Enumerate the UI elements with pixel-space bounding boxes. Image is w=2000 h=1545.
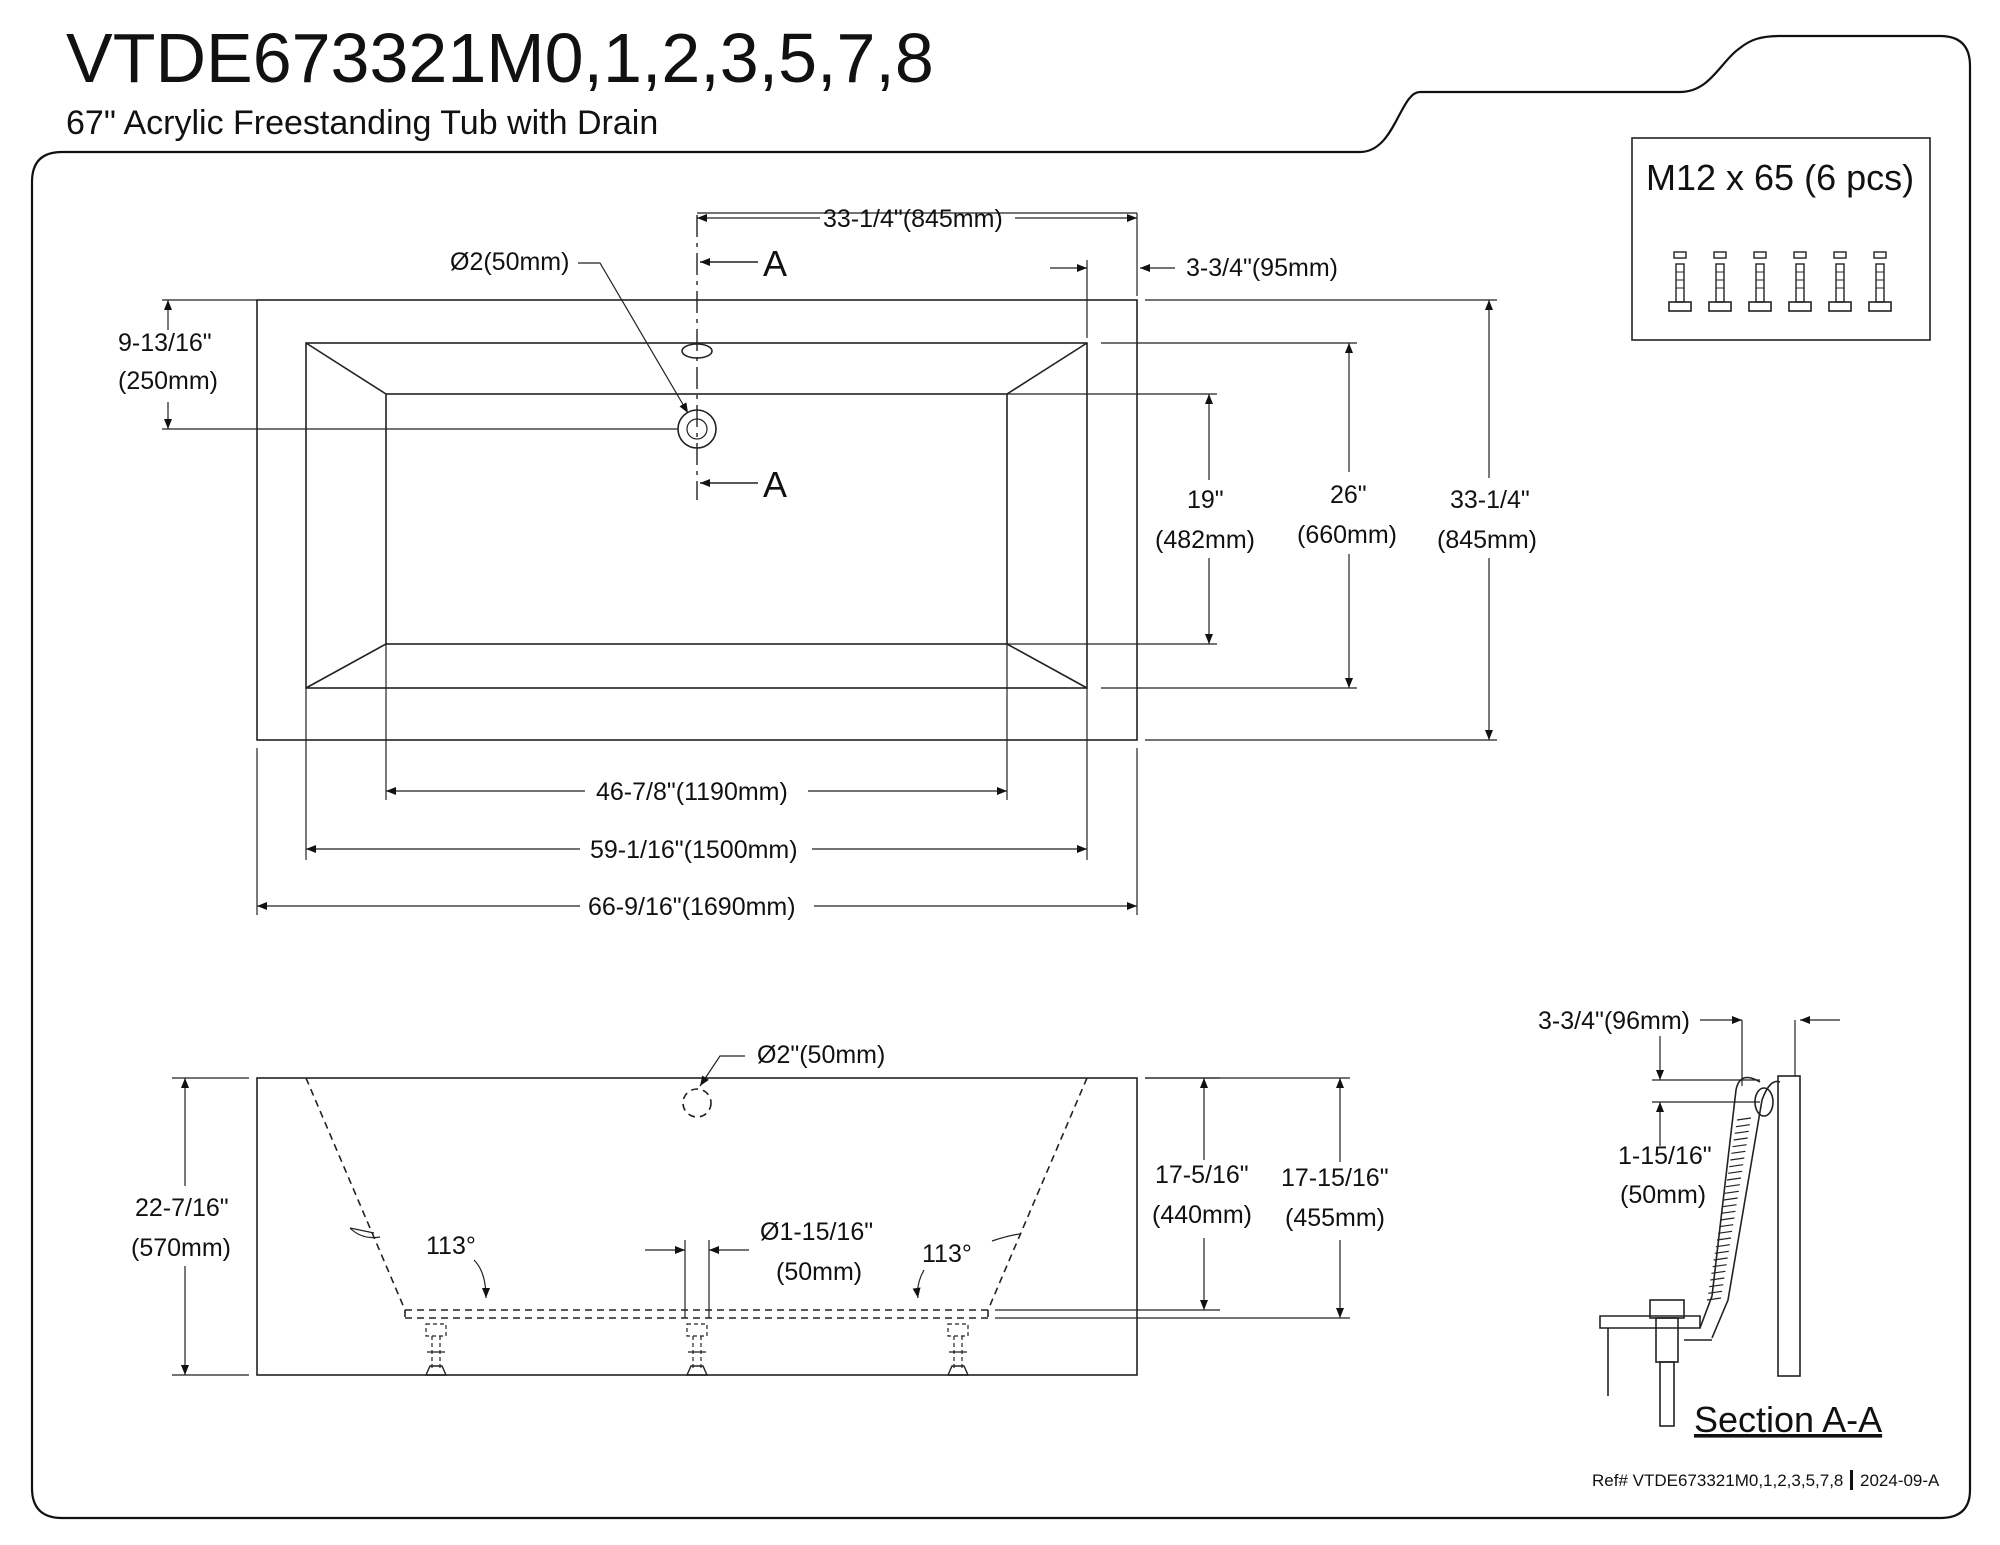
top-view: A A Ø2(50mm) 33-1/4"(845mm) 3-3/4"(95mm)…: [118, 205, 1537, 921]
section-marker-top: A: [763, 243, 787, 284]
dim-drain-dia-in: Ø1-15/16": [760, 1218, 873, 1246]
leveling-foot-icon: [424, 1323, 448, 1376]
ref-number: Ref# VTDE673321M0,1,2,3,5,7,8: [1592, 1471, 1843, 1490]
dim-height-mm: (570mm): [131, 1234, 231, 1262]
section-view: 3-3/4"(96mm) 1-15/16" (50mm) Section A-A: [1538, 1007, 1882, 1440]
angle-left: 113°: [426, 1232, 476, 1260]
dim-overall-length: 66-9/16"(1690mm): [588, 893, 796, 921]
bolt-icon: [1788, 251, 1812, 312]
tailpiece-icon: [1659, 1361, 1675, 1427]
tub-bottom: [385, 393, 1008, 645]
hardware-box: [1631, 137, 1931, 341]
angle-right: 113°: [922, 1240, 972, 1268]
tub-wall-section: [1777, 1075, 1801, 1377]
ref-date: 2024-09-A: [1860, 1471, 1940, 1490]
feet-group: [424, 1323, 970, 1376]
dim-inner-width-in: 26": [1330, 481, 1367, 509]
hardware-label: M12 x 65 (6 pcs): [1646, 157, 1914, 198]
dim-overflow-drop-in: 1-15/16": [1618, 1142, 1712, 1170]
page-subtitle: 67" Acrylic Freestanding Tub with Drain: [66, 104, 658, 142]
dim-overall-width-mm: (845mm): [1437, 526, 1537, 554]
drain-dia-label: Ø2(50mm): [450, 248, 569, 276]
dim-inner-width-mm: (660mm): [1297, 521, 1397, 549]
dim-overall-width-in: 33-1/4": [1450, 486, 1530, 514]
bolt-icon: [1668, 251, 1692, 312]
dim-water-depth-mm: (455mm): [1285, 1204, 1385, 1232]
bolt-group: [1668, 251, 1892, 312]
bolt-icon: [1868, 251, 1892, 312]
dim-rim-width: 3-3/4"(95mm): [1186, 254, 1338, 282]
dim-bottom-length: 46-7/8"(1190mm): [596, 778, 788, 806]
dim-water-depth-in: 17-15/16": [1281, 1164, 1389, 1192]
dim-drain-dia-mm: (50mm): [776, 1258, 862, 1286]
sheet-border: [30, 34, 1972, 1520]
side-view: Ø2"(50mm) 22-7/16" (570mm) 113° 113° Ø1-…: [131, 1041, 1389, 1376]
overflow-hose: [1706, 1117, 1752, 1301]
dim-drain-offset-mm: (250mm): [118, 367, 218, 395]
tub-side-outline: [256, 1077, 1138, 1376]
tub-outer-rim: [256, 299, 1138, 741]
dim-depth-mm: (440mm): [1152, 1201, 1252, 1229]
dim-depth-in: 17-5/16": [1155, 1161, 1249, 1189]
section-marker-bottom: A: [763, 464, 787, 505]
dim-overflow-dia: Ø2"(50mm): [757, 1041, 885, 1069]
dim-drain-from-end: 33-1/4"(845mm): [823, 205, 1003, 233]
footer-separator: [1850, 1470, 1853, 1490]
dim-section-rim: 3-3/4"(96mm): [1538, 1007, 1690, 1035]
overflow-icon-side: [682, 1088, 712, 1118]
leveling-foot-icon: [946, 1323, 970, 1376]
dim-inner-length: 59-1/16"(1500mm): [590, 836, 798, 864]
bolt-icon: [1828, 251, 1852, 312]
dim-overflow-drop-mm: (50mm): [1620, 1181, 1706, 1209]
page-title: VTDE673321M0,1,2,3,5,7,8: [66, 19, 934, 97]
bolt-icon: [1748, 251, 1772, 312]
leveling-foot-icon: [685, 1323, 709, 1376]
dim-drain-offset-in: 9-13/16": [118, 329, 212, 357]
dim-bottom-width-in: 19": [1187, 486, 1224, 514]
dim-height-in: 22-7/16": [135, 1194, 229, 1222]
section-title: Section A-A: [1694, 1399, 1882, 1440]
bolt-icon: [1708, 251, 1732, 312]
dim-bottom-width-mm: (482mm): [1155, 526, 1255, 554]
